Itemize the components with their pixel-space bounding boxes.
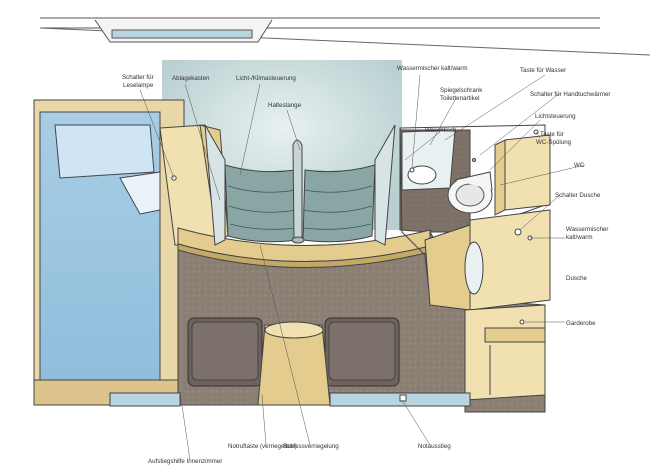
label-dusche: Dusche bbox=[566, 275, 588, 282]
label-ablagekasten: Ablagekasten bbox=[172, 75, 210, 82]
label-spiegelschrank-1: Spiegelschrank bbox=[440, 87, 483, 94]
label-taste-wc-1: Taste für bbox=[540, 131, 564, 138]
label-licht-klima: Licht-/Klimasteuerung bbox=[236, 75, 296, 82]
label-lichtsteuerung: Lichtsteuerung bbox=[535, 113, 576, 120]
label-waschtisch: Waschtisch bbox=[425, 127, 457, 134]
label-taste-wasser: Taste für Wasser bbox=[520, 67, 566, 74]
shower bbox=[424, 209, 551, 311]
emergency-exit-icon bbox=[399, 394, 407, 402]
label-wassermischer-dusche-1: Wassermischer bbox=[566, 226, 608, 233]
label-wassermischer-waschbecken: Wassermischer kalt/warm bbox=[397, 65, 468, 72]
steps bbox=[224, 164, 376, 243]
washbasin bbox=[407, 165, 437, 185]
side-panels bbox=[204, 124, 396, 246]
label-schalter-leselampe-2: Leselampe bbox=[123, 82, 154, 89]
label-garderobe: Garderobe bbox=[566, 320, 596, 327]
floor-window-left bbox=[109, 392, 181, 407]
skylight bbox=[111, 29, 253, 39]
wardrobe bbox=[464, 304, 546, 401]
label-spiegelschrank-2: Toilettenartikel bbox=[440, 95, 480, 102]
seats bbox=[187, 317, 400, 406]
label-notausstieg: Notausstieg bbox=[418, 443, 451, 450]
label-schalter-dusche: Schalter Dusche bbox=[555, 192, 601, 199]
bathroom bbox=[399, 124, 551, 301]
label-haltestange: Haltestange bbox=[268, 102, 302, 109]
wc-cabinet bbox=[504, 134, 551, 211]
label-schlossverriegelung: Schlossverriegelung bbox=[283, 443, 339, 450]
labels: Schalter für Leselampe Ablagekasten Lich… bbox=[122, 65, 610, 465]
label-schalter-leselampe-1: Schalter für bbox=[122, 74, 154, 81]
label-aufstiegshilfe: Aufstiegshilfe Innenzimmer bbox=[148, 458, 222, 465]
label-notruf: Notruftaste (verriegelbar) bbox=[228, 443, 297, 450]
grab-handle bbox=[291, 139, 305, 244]
label-taste-wc-2: WC-Spülung bbox=[536, 139, 572, 146]
ceiling-top bbox=[39, 17, 650, 56]
shower-tray bbox=[464, 241, 484, 295]
pillow bbox=[54, 124, 155, 179]
leader-lines bbox=[139, 74, 586, 461]
label-schalter-handtuch: Schalter für Handtuchwärmer bbox=[530, 91, 610, 98]
label-wc: WC bbox=[574, 162, 585, 169]
label-wassermischer-dusche-2: kalt/warm bbox=[566, 234, 592, 241]
bed bbox=[33, 99, 185, 406]
shower-mixer-icon bbox=[514, 228, 522, 236]
blanket-corner bbox=[119, 171, 161, 215]
